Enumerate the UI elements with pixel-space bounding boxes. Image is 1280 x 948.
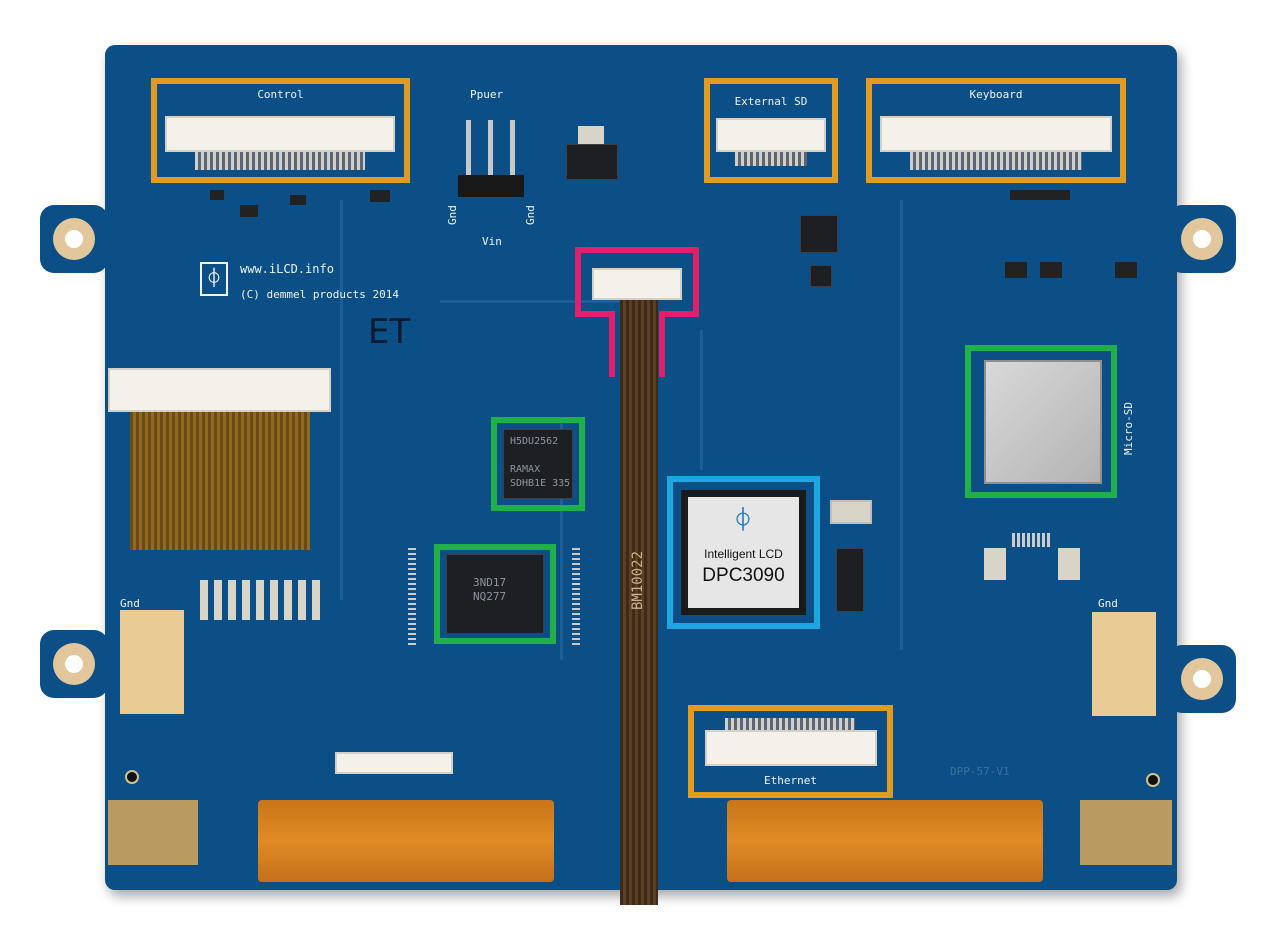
ethernet-highlight <box>688 705 893 798</box>
smd-component <box>370 190 390 202</box>
smd-component <box>240 205 258 217</box>
keyboard-connector-pins <box>910 152 1082 170</box>
control-label: Control <box>257 88 304 101</box>
ethernet-connector <box>705 730 877 766</box>
pin-header <box>458 175 524 197</box>
smd-component <box>290 195 306 205</box>
mounting-ear-bottom-left <box>40 630 108 698</box>
trace <box>440 300 620 303</box>
mounting-hole <box>53 643 95 685</box>
trace <box>700 330 703 470</box>
mounting-ear-bottom-right <box>1168 645 1236 713</box>
mounting-ear-top-right <box>1168 205 1236 273</box>
cable-connector-highlight <box>575 247 699 377</box>
et-mark: ET <box>368 312 411 352</box>
voltage-regulator-2 <box>836 548 864 612</box>
lcd-flex-bottom-right <box>727 800 1043 882</box>
trace <box>560 420 563 660</box>
control-connector-highlight <box>151 78 410 183</box>
processor-highlight <box>667 476 820 629</box>
power-label: Ppuer <box>470 88 504 101</box>
ethernet-pins <box>725 718 855 730</box>
cable-connector <box>592 268 682 300</box>
mounting-ear-top-left <box>40 205 108 273</box>
smd-pad <box>1058 548 1080 580</box>
ethernet-label: Ethernet <box>764 774 817 787</box>
ic-small <box>810 265 832 287</box>
gnd-pad-right <box>1092 612 1156 716</box>
mounting-hole <box>53 218 95 260</box>
mounting-hole <box>1181 218 1223 260</box>
keyboard-label: Keyboard <box>969 88 1023 101</box>
voltage-regulator <box>566 144 618 180</box>
gnd-pad-label-left: Gnd <box>120 597 140 610</box>
memory-chip-highlight-top <box>491 417 585 511</box>
board-code: DPP-57-V1 <box>950 765 1010 778</box>
transistor <box>1040 262 1062 278</box>
via-hole <box>1146 773 1160 787</box>
header-pin <box>510 120 515 180</box>
copyright-label: (C) demmel products 2014 <box>240 288 399 301</box>
ic-small <box>800 215 838 253</box>
micro-sd-highlight <box>965 345 1117 498</box>
external-sd-label: External SD <box>734 95 808 108</box>
header-pin <box>466 120 471 180</box>
processor-chip: ⌽ Intelligent LCD DPC3090 <box>681 490 806 615</box>
gnd-pin-label-left: Gnd <box>446 205 459 225</box>
via-hole <box>125 770 139 784</box>
smd-component <box>1010 190 1070 200</box>
ic-pins <box>408 548 416 648</box>
website-label: www.iLCD.info <box>240 262 334 276</box>
external-sd-highlight <box>704 78 838 183</box>
chip-marking: SDHB1E 335 <box>510 478 571 489</box>
chip-marking: RAMAX <box>510 464 541 475</box>
vin-label: Vin <box>482 235 502 248</box>
keyboard-connector-highlight <box>866 78 1126 183</box>
regulator-tab <box>578 126 604 144</box>
lcd-connector-left <box>108 368 331 412</box>
chip-marking: 3ND17 <box>473 576 507 589</box>
lcd-flex-cable <box>130 412 310 550</box>
control-connector-pins <box>195 152 365 170</box>
gnd-pin-label-right: Gnd <box>524 205 537 225</box>
micro-sd-slot[interactable] <box>984 360 1102 484</box>
gnd-pad-left <box>120 610 184 714</box>
crystal-oscillator <box>830 500 872 524</box>
lcd-flex-bottom-left <box>258 800 554 882</box>
transistor <box>1115 262 1137 278</box>
processor-model: DPC3090 <box>702 565 785 586</box>
memory-chip-bottom: 3ND17 NQ277 <box>446 554 544 634</box>
small-connector <box>1012 533 1052 547</box>
processor-label-sticker: ⌽ Intelligent LCD DPC3090 <box>688 497 799 608</box>
external-sd-pins <box>735 152 807 166</box>
ilcd-logo-icon: ⌽ <box>736 508 750 533</box>
ic-pins <box>572 548 580 648</box>
trace <box>340 200 343 600</box>
chip-marking: NQ277 <box>473 590 507 603</box>
smd-pad <box>984 548 1006 580</box>
chip-marking: H5DU2562 <box>510 436 559 447</box>
memory-chip-top: H5DU2562 RAMAX SDHB1E 335 <box>503 429 573 499</box>
micro-sd-label: Micro-SD <box>1122 402 1135 455</box>
foam-pad-left <box>108 800 198 865</box>
flex-ribbon-cable <box>620 300 658 905</box>
memory-chip-highlight-bottom <box>434 544 556 644</box>
gnd-pad-label-right: Gnd <box>1098 597 1118 610</box>
resistor-array <box>200 580 320 620</box>
trace <box>900 200 903 650</box>
small-connector-bottom <box>335 752 453 774</box>
ribbon-marking: BM10022 <box>630 550 646 610</box>
processor-brand: Intelligent LCD <box>704 547 783 561</box>
external-sd-connector <box>716 118 826 152</box>
smd-component <box>210 190 224 200</box>
mounting-hole <box>1181 658 1223 700</box>
control-connector <box>165 116 395 152</box>
header-pin <box>488 120 493 180</box>
keyboard-connector <box>880 116 1112 152</box>
transistor <box>1005 262 1027 278</box>
foam-pad-right <box>1080 800 1172 865</box>
ilcd-logo-icon: ⌽ <box>200 262 228 296</box>
